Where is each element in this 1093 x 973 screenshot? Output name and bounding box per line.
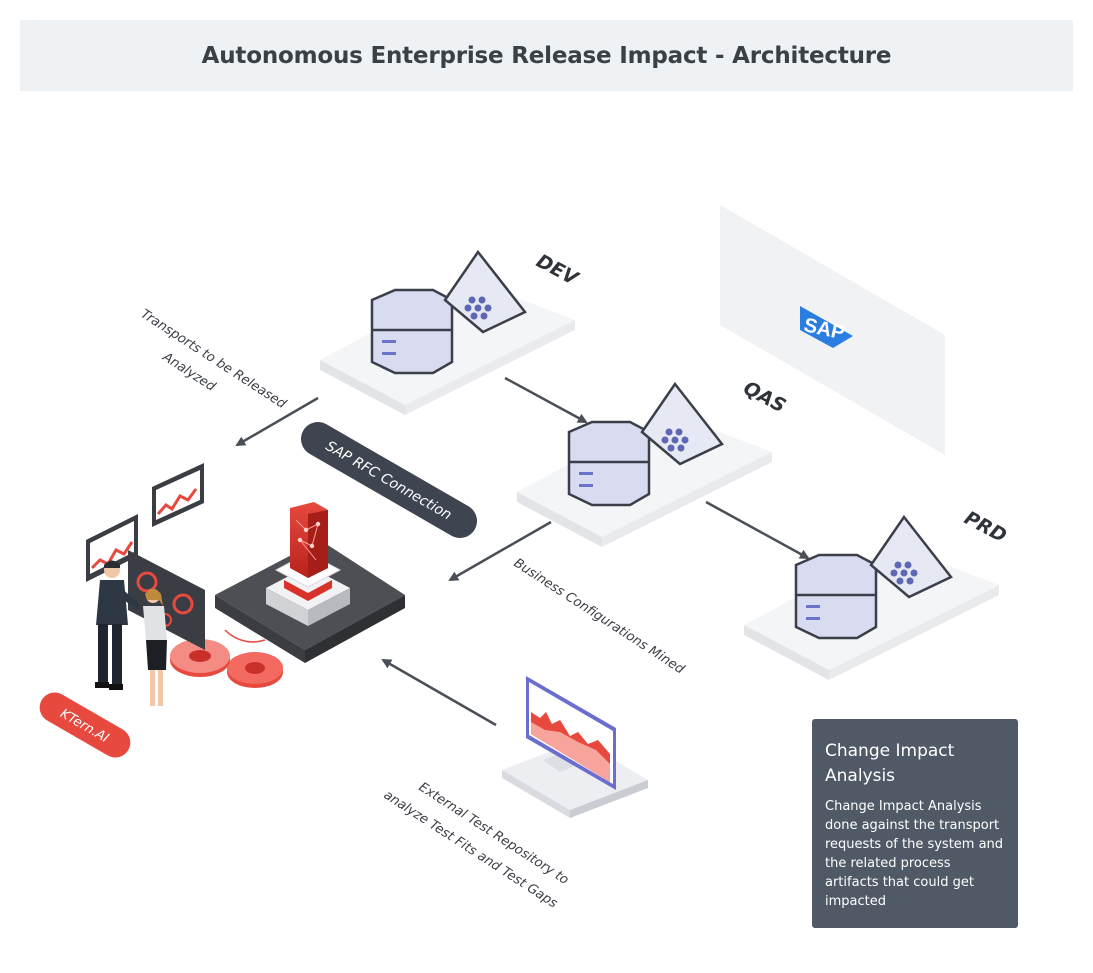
ktern-badge: KTern.AI xyxy=(39,692,131,758)
red-crystal-tower xyxy=(290,502,328,578)
person-icon xyxy=(143,589,167,706)
circuit-trace xyxy=(224,629,266,643)
dashboard-screen xyxy=(152,463,204,527)
transports-arrow xyxy=(235,396,319,447)
person-icon xyxy=(95,560,140,690)
qas-environment: QAS xyxy=(517,377,789,547)
info-card-body: Change Impact Analysis done against the … xyxy=(825,799,1004,909)
gear-icon xyxy=(170,639,230,677)
database-pyramid-icon xyxy=(443,249,527,334)
prd-environment: PRD xyxy=(744,507,1010,680)
database-pyramid-icon xyxy=(640,381,724,466)
sap-panel: SAP xyxy=(720,205,945,455)
info-card-title: Change Impact Analysis xyxy=(825,741,955,786)
dev-label: DEV xyxy=(533,250,583,290)
dev-environment: DEV xyxy=(320,249,583,415)
server-icon xyxy=(794,553,878,640)
business-config-label: Business Configurations Mined xyxy=(511,556,688,678)
gear-icon xyxy=(227,652,283,688)
qas-label: QAS xyxy=(740,377,790,417)
test-repo-arrow xyxy=(381,658,497,727)
dev-to-qas-arrow xyxy=(504,376,588,424)
prd-label: PRD xyxy=(961,507,1010,547)
qas-to-prd-arrow xyxy=(705,500,810,560)
business-config-arrow xyxy=(448,520,552,582)
database-pyramid-icon xyxy=(869,514,953,599)
header-bar: Autonomous Enterprise Release Impact - A… xyxy=(20,20,1073,91)
server-icon xyxy=(370,288,454,375)
page-title: Autonomous Enterprise Release Impact - A… xyxy=(201,42,892,69)
analytics-screen xyxy=(128,550,205,650)
test-repository-monitor xyxy=(502,676,648,818)
server-icon xyxy=(567,420,651,507)
dashboard-screen xyxy=(86,514,138,582)
rfc-connection-label: SAP RFC Connection xyxy=(323,438,454,523)
ktern-engine xyxy=(215,502,405,663)
info-card: Change Impact Analysis Change Impact Ana… xyxy=(812,719,1018,928)
